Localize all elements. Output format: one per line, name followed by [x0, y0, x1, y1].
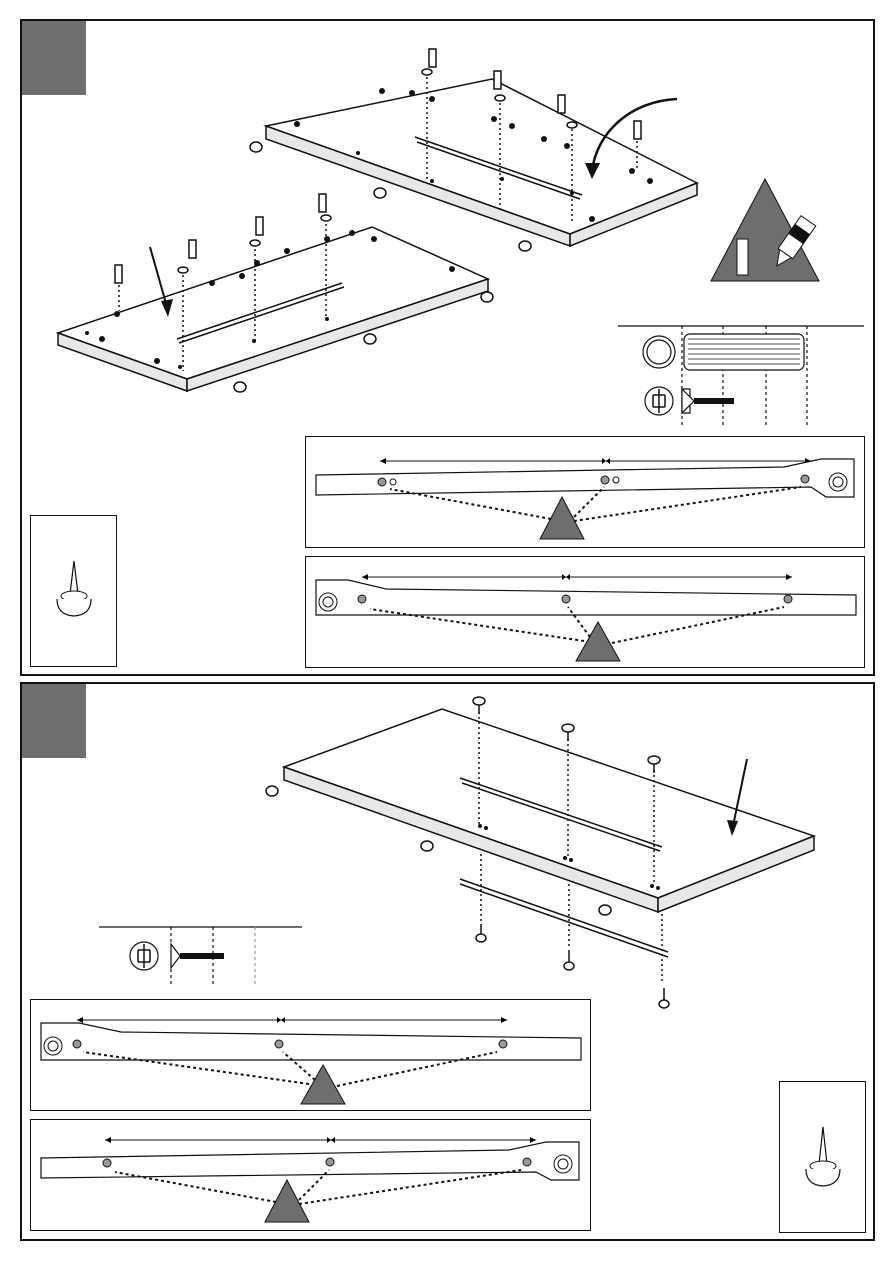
- lower-side-panel: [58, 194, 493, 392]
- nail-box-1: [30, 515, 117, 667]
- step-2-panel: [20, 682, 875, 1241]
- hardware-legend-1: [618, 326, 864, 426]
- hardware-legend-2: [99, 927, 302, 984]
- nail-icon: [780, 1082, 867, 1234]
- drawer-runner-icon: [31, 1000, 592, 1112]
- glue-warning-triangle: [711, 179, 819, 281]
- nail-box-2: [779, 1081, 866, 1233]
- runner-frame-2: [305, 556, 865, 668]
- runner-frame-4: [30, 1119, 591, 1231]
- step-1-panel: [20, 19, 875, 676]
- pointer-arrow-left: [150, 247, 167, 307]
- runner-frame-3: [30, 999, 591, 1111]
- nail-icon: [31, 516, 118, 668]
- runner-frame-1: [305, 436, 865, 548]
- drawer-runner-icon: [306, 557, 866, 669]
- drawer-runner-icon: [306, 437, 866, 549]
- upper-side-panel: [250, 49, 697, 251]
- drawer-runner-icon: [31, 1120, 592, 1232]
